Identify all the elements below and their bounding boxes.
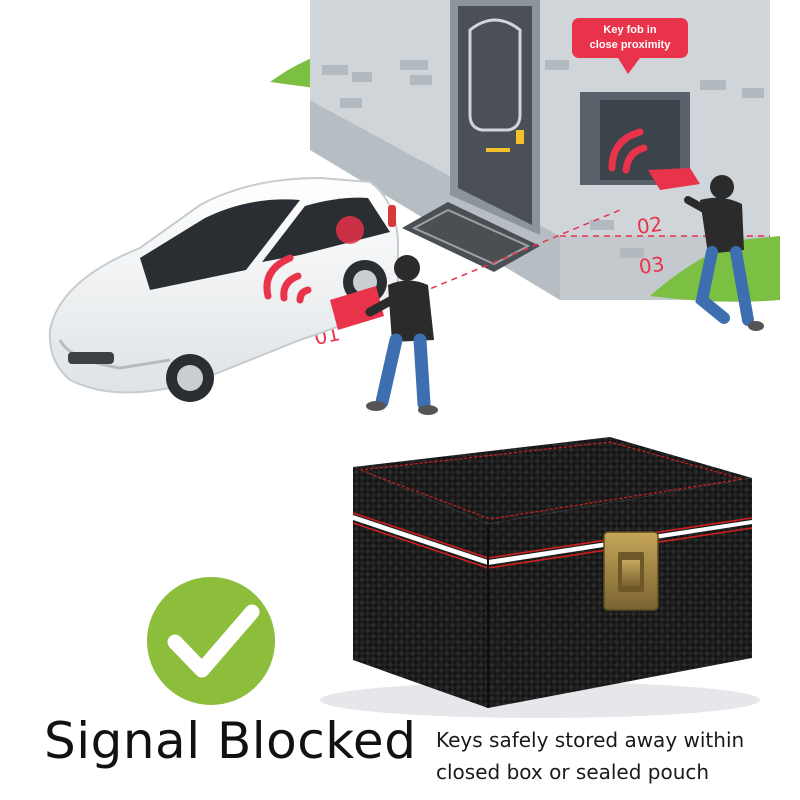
step-label-03: 03 <box>637 252 666 279</box>
check-icon <box>147 577 275 705</box>
car-illustration <box>48 176 399 402</box>
doormat <box>402 202 540 272</box>
thief-figure <box>684 175 764 331</box>
caption-line-2: closed box or sealed pouch <box>436 760 710 784</box>
bubble-line-1: Key fob in <box>603 24 656 36</box>
thief-figure <box>330 255 438 415</box>
clasp-latch <box>603 531 659 611</box>
key-fob-bubble: Key fob in close proximity <box>572 18 688 74</box>
step-label-02: 02 <box>635 212 664 239</box>
caption-title: Signal Blocked <box>44 712 417 770</box>
caption-line-1: Keys safely stored away within <box>436 728 745 752</box>
wifi-signal-icon <box>263 254 312 304</box>
key-fob-box <box>320 437 760 718</box>
front-door <box>450 0 540 235</box>
bubble-line-2: close proximity <box>590 39 672 51</box>
caption-description: Keys safely stored away within closed bo… <box>436 724 744 788</box>
room-corner <box>580 92 700 190</box>
wifi-signal-icon <box>608 128 648 174</box>
